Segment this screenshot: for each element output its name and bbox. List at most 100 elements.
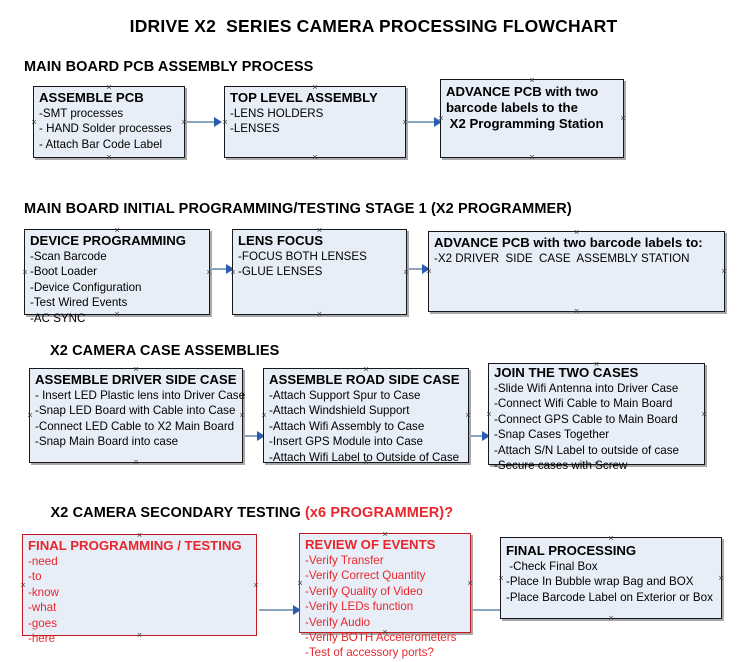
connection-point-right[interactable] — [620, 115, 627, 122]
connection-point-left[interactable] — [20, 582, 27, 589]
node-line: -here — [28, 632, 56, 646]
node-line: -Attach Support Spur to Case — [269, 389, 421, 402]
section-heading-x2-camera-secondary-testing: X2 CAMERA SECONDARY TESTING (x6 PROGRAMM… — [34, 489, 454, 537]
node-line: -Verify Transfer — [305, 554, 384, 567]
node-line-overflow: -Test of accessory ports? — [305, 646, 434, 660]
node-advance-pcb-to-programming-station[interactable]: ADVANCE PCB with two barcode labels to t… — [440, 79, 624, 158]
connection-point-bottom[interactable] — [608, 615, 615, 622]
connection-point-top[interactable] — [593, 361, 600, 368]
node-final-processing[interactable]: FINAL PROCESSING -Check Final Box -Place… — [500, 537, 722, 619]
node-line: -Insert GPS Module into Case — [269, 435, 424, 449]
node-title: ASSEMBLE DRIVER SIDE CASE — [35, 372, 237, 387]
connection-point-top[interactable] — [114, 227, 121, 234]
connection-point-bottom[interactable] — [316, 311, 323, 318]
connection-point-top[interactable] — [312, 84, 319, 91]
connection-point-left[interactable] — [31, 119, 38, 126]
connection-point-left[interactable] — [261, 412, 268, 419]
node-title: REVIEW OF EVENTS — [305, 537, 436, 552]
connection-point-bottom[interactable] — [593, 461, 600, 468]
node-join-the-two-cases[interactable]: JOIN THE TWO CASES -Slide Wifi Antenna i… — [486, 361, 708, 472]
connection-point-top[interactable] — [608, 535, 615, 542]
node-title: ASSEMBLE PCB — [39, 90, 144, 105]
connection-point-top[interactable] — [363, 366, 370, 373]
node-line: -Connect GPS Cable to Main Board — [494, 412, 678, 426]
section-heading-main-board-pcb-assembly: MAIN BOARD PCB ASSEMBLY PROCESS — [24, 59, 314, 75]
page-title: IDRIVE X2 SERIES CAMERA PROCESSING FLOWC… — [129, 16, 618, 36]
connector-top-level-assembly-to-advance-pcb — [408, 121, 437, 123]
node-line: - Attach Bar Code Label — [39, 137, 163, 151]
node-assemble-pcb[interactable]: ASSEMBLE PCB -SMT processes - HAND Solde… — [33, 86, 185, 158]
node-review-of-events[interactable]: REVIEW OF EVENTS -Verify Transfer -Verif… — [297, 531, 474, 659]
connection-point-top[interactable] — [573, 229, 580, 236]
connection-point-right[interactable] — [465, 412, 472, 419]
node-top-level-assembly[interactable]: TOP LEVEL ASSEMBLY -LENS HOLDERS -LENSES — [224, 86, 406, 158]
connection-point-right[interactable] — [239, 412, 246, 419]
node-line: -Connect LED Cable to X2 Main Board — [35, 419, 235, 433]
node-advance-pcb-to-driver-side-case[interactable]: ADVANCE PCB with two barcode labels to: … — [428, 231, 725, 312]
connection-point-bottom[interactable] — [573, 308, 580, 315]
node-line: -Snap Main Board into case — [35, 435, 179, 449]
connection-point-bottom[interactable] — [136, 632, 143, 639]
arrow-head-icon — [482, 431, 490, 441]
connection-point-bottom[interactable] — [529, 154, 536, 161]
connection-point-top[interactable] — [133, 366, 140, 373]
connection-point-left[interactable] — [222, 119, 229, 126]
connection-point-bottom[interactable] — [114, 311, 121, 318]
connection-point-top[interactable] — [136, 532, 143, 539]
node-line: -Scan Barcode — [30, 250, 107, 263]
node-line: -SMT processes — [39, 107, 124, 120]
connection-point-left[interactable] — [230, 269, 237, 276]
node-line: -what — [28, 601, 57, 615]
arrow-head-icon — [293, 605, 301, 615]
connection-point-right[interactable] — [721, 268, 728, 275]
node-line: - HAND Solder processes — [39, 122, 172, 136]
connector-driver-side-to-road-side — [245, 435, 261, 437]
node-line: -Attach Wifi Assembly to Case — [269, 419, 425, 433]
connection-point-right[interactable] — [718, 575, 725, 582]
node-lens-focus[interactable]: LENS FOCUS -FOCUS BOTH LENSES -GLUE LENS… — [232, 229, 407, 315]
connection-point-top[interactable] — [382, 531, 389, 538]
connection-point-left[interactable] — [498, 575, 505, 582]
node-line: -Verify BOTH Accelerometers — [305, 631, 457, 645]
node-line: -to — [28, 570, 42, 584]
connection-point-bottom[interactable] — [363, 459, 370, 466]
node-line: - Insert LED Plastic lens into Driver Ca… — [35, 389, 246, 402]
node-line: -goes — [28, 616, 58, 630]
connection-point-left[interactable] — [297, 580, 304, 587]
connection-point-top[interactable] — [316, 227, 323, 234]
section-heading-accent: (x6 PROGRAMMER)? — [304, 505, 454, 521]
connection-point-left[interactable] — [426, 268, 433, 275]
node-line: -need — [28, 555, 58, 568]
node-title-line-3: X2 Programming Station — [446, 116, 604, 131]
connection-point-bottom[interactable] — [133, 459, 140, 466]
connection-point-bottom[interactable] — [382, 629, 389, 636]
connection-point-left[interactable] — [438, 115, 445, 122]
node-line: -Snap LED Board with Cable into Case — [35, 404, 236, 418]
section-heading-text: X2 CAMERA SECONDARY TESTING — [50, 505, 305, 521]
connection-point-left[interactable] — [27, 412, 34, 419]
node-assemble-driver-side-case[interactable]: ASSEMBLE DRIVER SIDE CASE - Insert LED P… — [27, 366, 246, 466]
connection-point-left[interactable] — [22, 269, 29, 276]
node-title: ADVANCE PCB with two — [446, 84, 599, 99]
node-title-line-2: barcode labels to the — [446, 100, 578, 115]
connection-point-top[interactable] — [106, 84, 113, 91]
node-final-programming-testing[interactable]: FINAL PROGRAMMING / TESTING -need -to -k… — [20, 532, 260, 645]
node-assemble-road-side-case[interactable]: ASSEMBLE ROAD SIDE CASE -Attach Support … — [261, 366, 472, 466]
node-line: -FOCUS BOTH LENSES — [238, 250, 367, 263]
node-device-programming[interactable]: DEVICE PROGRAMMING -Scan Barcode -Boot L… — [22, 227, 210, 325]
node-line: -AC SYNC — [30, 311, 86, 325]
node-line: -Test Wired Events — [30, 296, 128, 310]
connection-point-top[interactable] — [529, 77, 536, 84]
node-line: -LENSES — [230, 122, 280, 136]
node-line: -Verify LEDs function — [305, 600, 414, 614]
node-title: ASSEMBLE ROAD SIDE CASE — [269, 372, 460, 387]
connector-review-of-events-to-final-processing — [473, 609, 511, 611]
connection-point-right[interactable] — [701, 411, 708, 418]
connection-point-left[interactable] — [486, 411, 493, 418]
connection-point-right[interactable] — [467, 580, 474, 587]
connection-point-bottom[interactable] — [106, 154, 113, 161]
connection-point-bottom[interactable] — [312, 154, 319, 161]
connection-point-right[interactable] — [253, 582, 260, 589]
node-title: FINAL PROCESSING — [506, 543, 637, 558]
connector-road-side-to-join-cases — [471, 435, 487, 437]
